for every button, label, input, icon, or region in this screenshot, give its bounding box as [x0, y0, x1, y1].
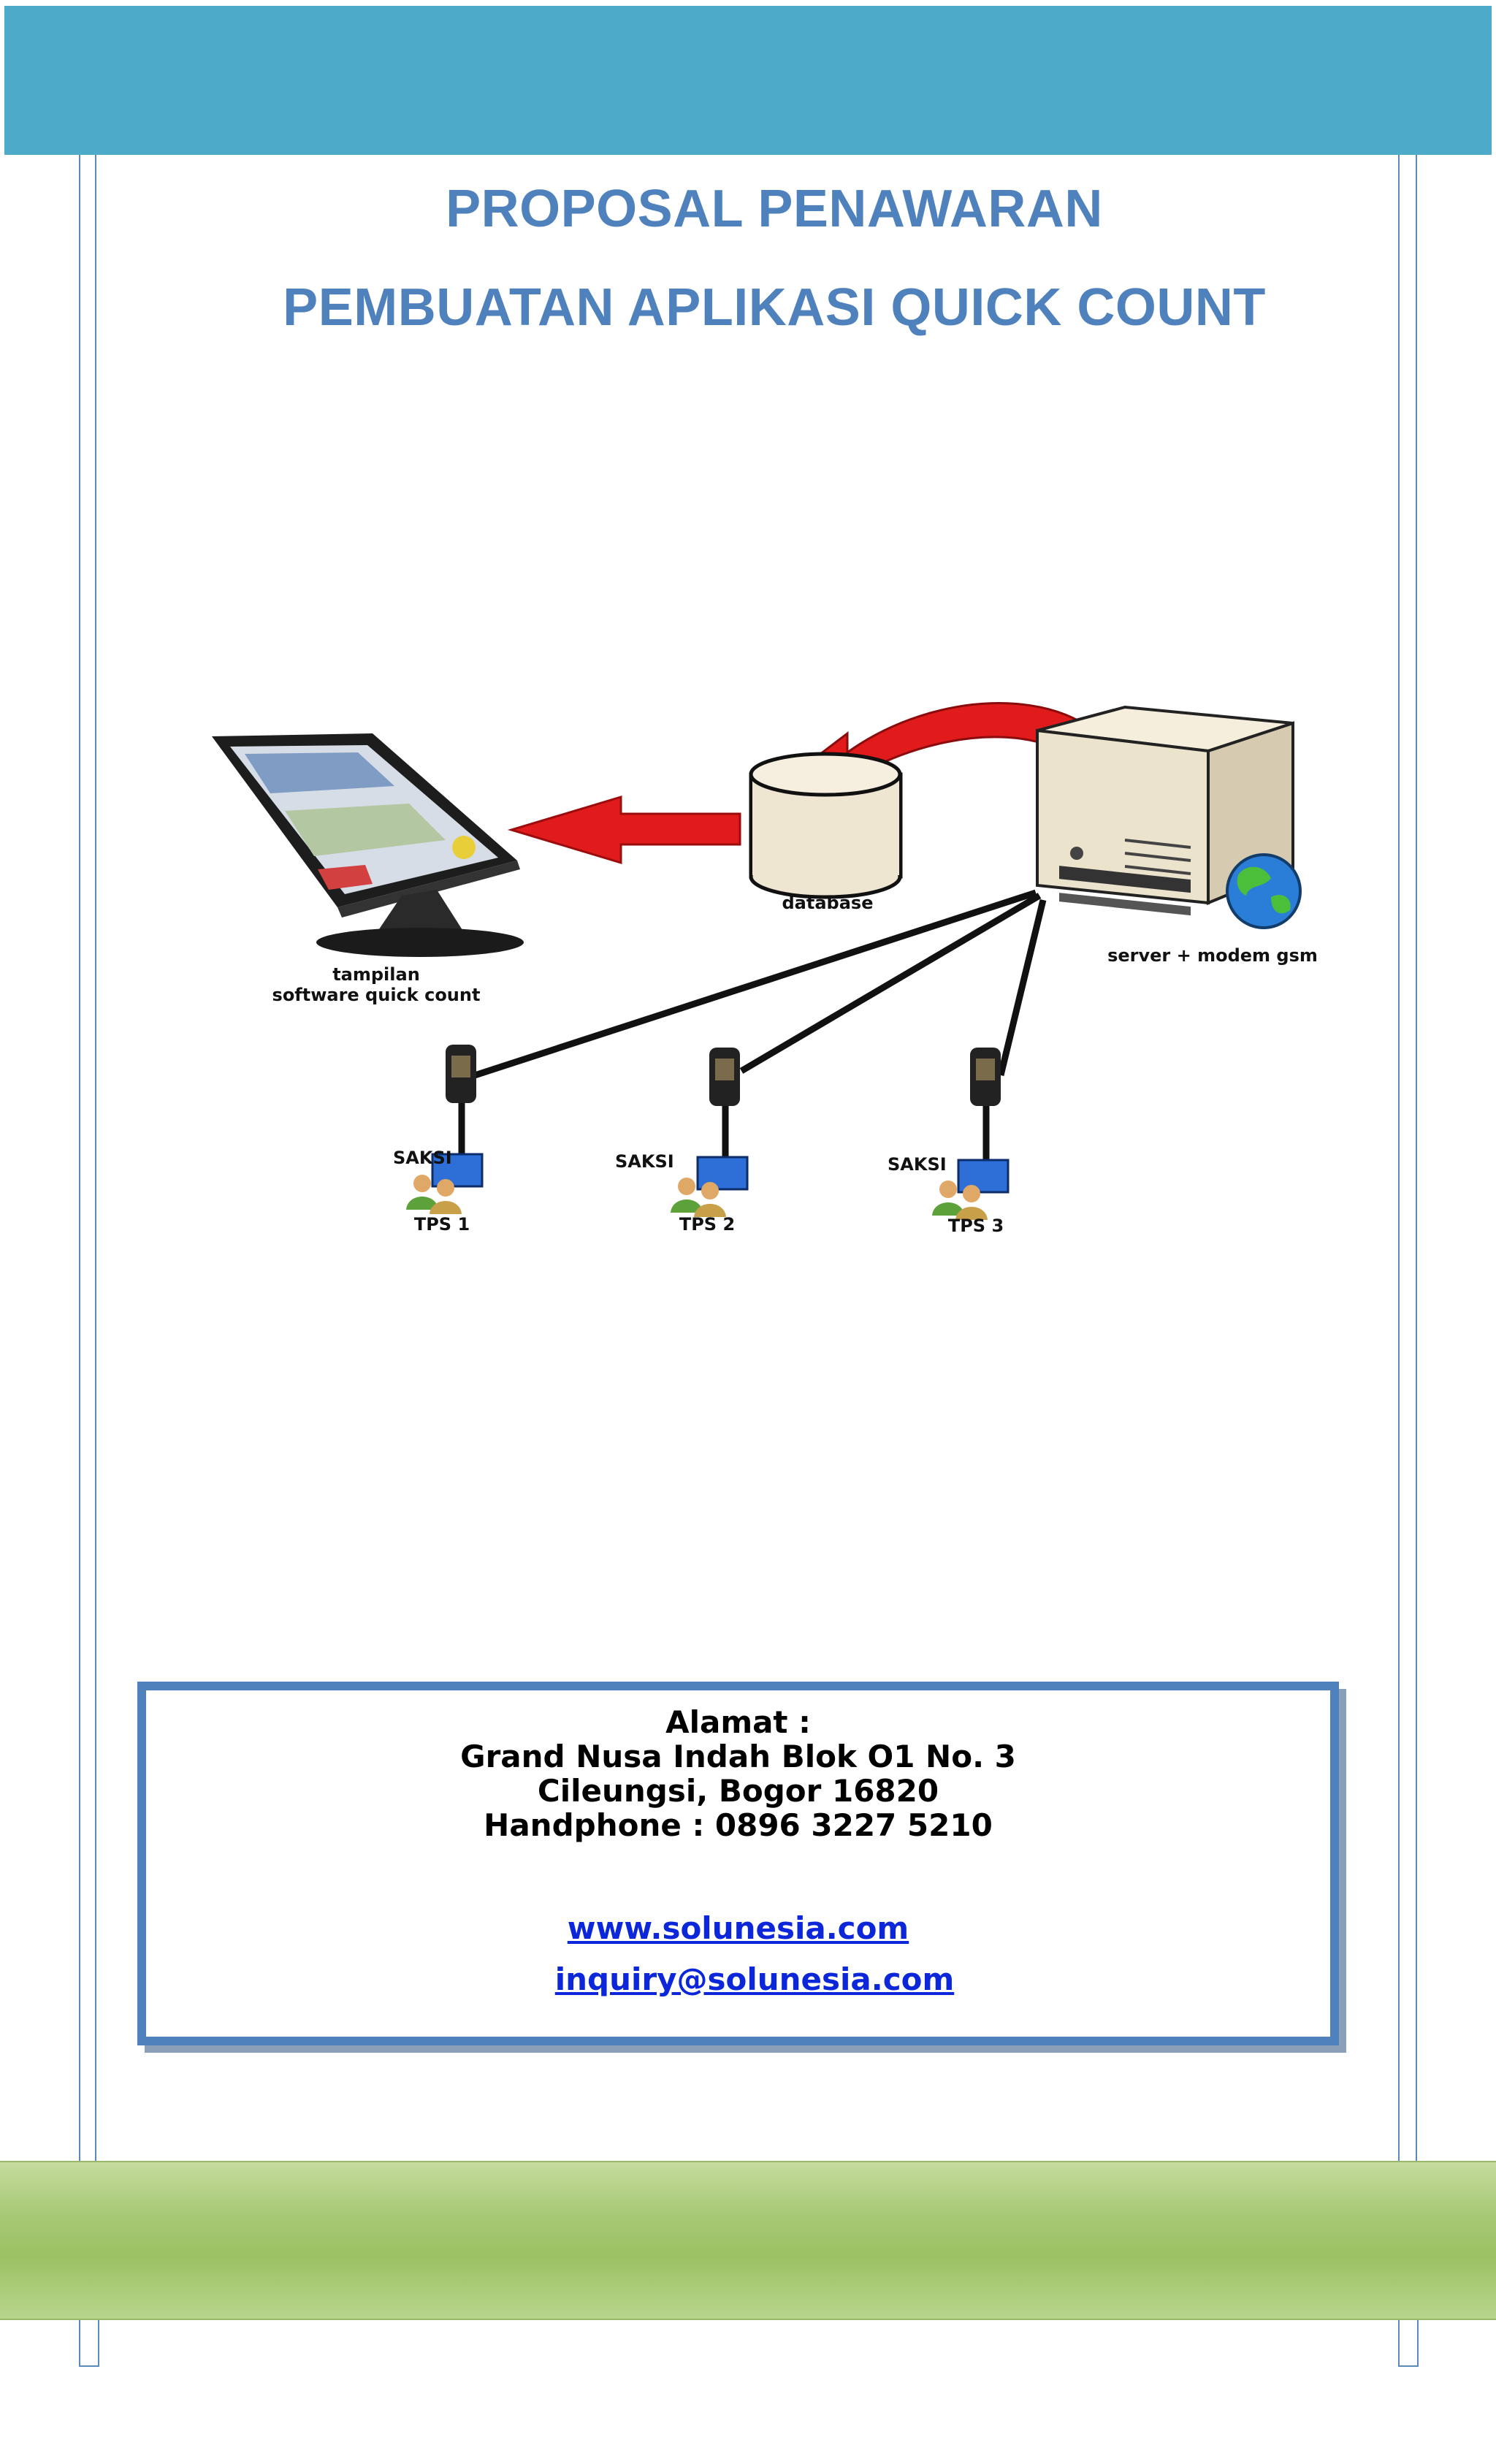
address-line-1: Grand Nusa Indah Blok O1 No. 3 [460, 1739, 1016, 1774]
footer-banner [0, 2161, 1496, 2320]
monitor-icon [212, 733, 524, 957]
tps-label-1: TPS 1 [414, 1214, 470, 1235]
frame-line-right-outer [1416, 155, 1417, 2316]
connection-lines [458, 889, 1047, 1162]
frame-line-right-inner [1398, 155, 1400, 2316]
frame-line-left-inner [95, 155, 96, 2316]
website-link[interactable]: www.solunesia.com [567, 1910, 909, 1946]
tps-label-3: TPS 3 [948, 1216, 1004, 1236]
frame-foot-right [1398, 2316, 1419, 2367]
document-subtitle: PEMBUATAN APLIKASI QUICK COUNT [283, 278, 1266, 337]
witness-computer-icon-1 [406, 1153, 484, 1214]
globe-icon [1226, 853, 1302, 929]
saksi-label-2: SAKSI [615, 1151, 674, 1172]
phone-icon-1 [446, 1045, 476, 1103]
alamat-label: Alamat : [665, 1704, 811, 1740]
address-line-2: Cileungsi, Bogor 16820 [537, 1773, 939, 1809]
phone-icon-3 [970, 1048, 1001, 1106]
witness-computer-icon-3 [932, 1159, 1010, 1220]
phone-icon-2 [709, 1048, 740, 1106]
document-title: PROPOSAL PENAWARAN [446, 180, 1103, 238]
header-banner [4, 6, 1492, 155]
quick-count-diagram: tampilan software quick count database [175, 665, 1373, 1249]
arrow-to-monitor-icon [507, 795, 741, 865]
monitor-label-line1: tampilan [332, 964, 420, 985]
frame-line-left-outer [79, 155, 80, 2316]
server-icon [1036, 705, 1294, 916]
database-icon [749, 752, 903, 899]
email-link[interactable]: inquiry@solunesia.com [554, 1961, 955, 1997]
tps-label-2: TPS 2 [679, 1214, 735, 1235]
saksi-label-1: SAKSI [393, 1148, 452, 1168]
server-label: server + modem gsm [1107, 945, 1318, 966]
monitor-label-line2: software quick count [272, 985, 481, 1005]
phone-number: Handphone : 0896 3227 5210 [484, 1807, 993, 1843]
database-label: database [782, 893, 874, 913]
witness-computer-icon-2 [671, 1156, 749, 1217]
frame-foot-left [79, 2316, 99, 2367]
contact-box: Alamat : Grand Nusa Indah Blok O1 No. 3 … [137, 1682, 1339, 2045]
saksi-label-3: SAKSI [888, 1154, 947, 1175]
